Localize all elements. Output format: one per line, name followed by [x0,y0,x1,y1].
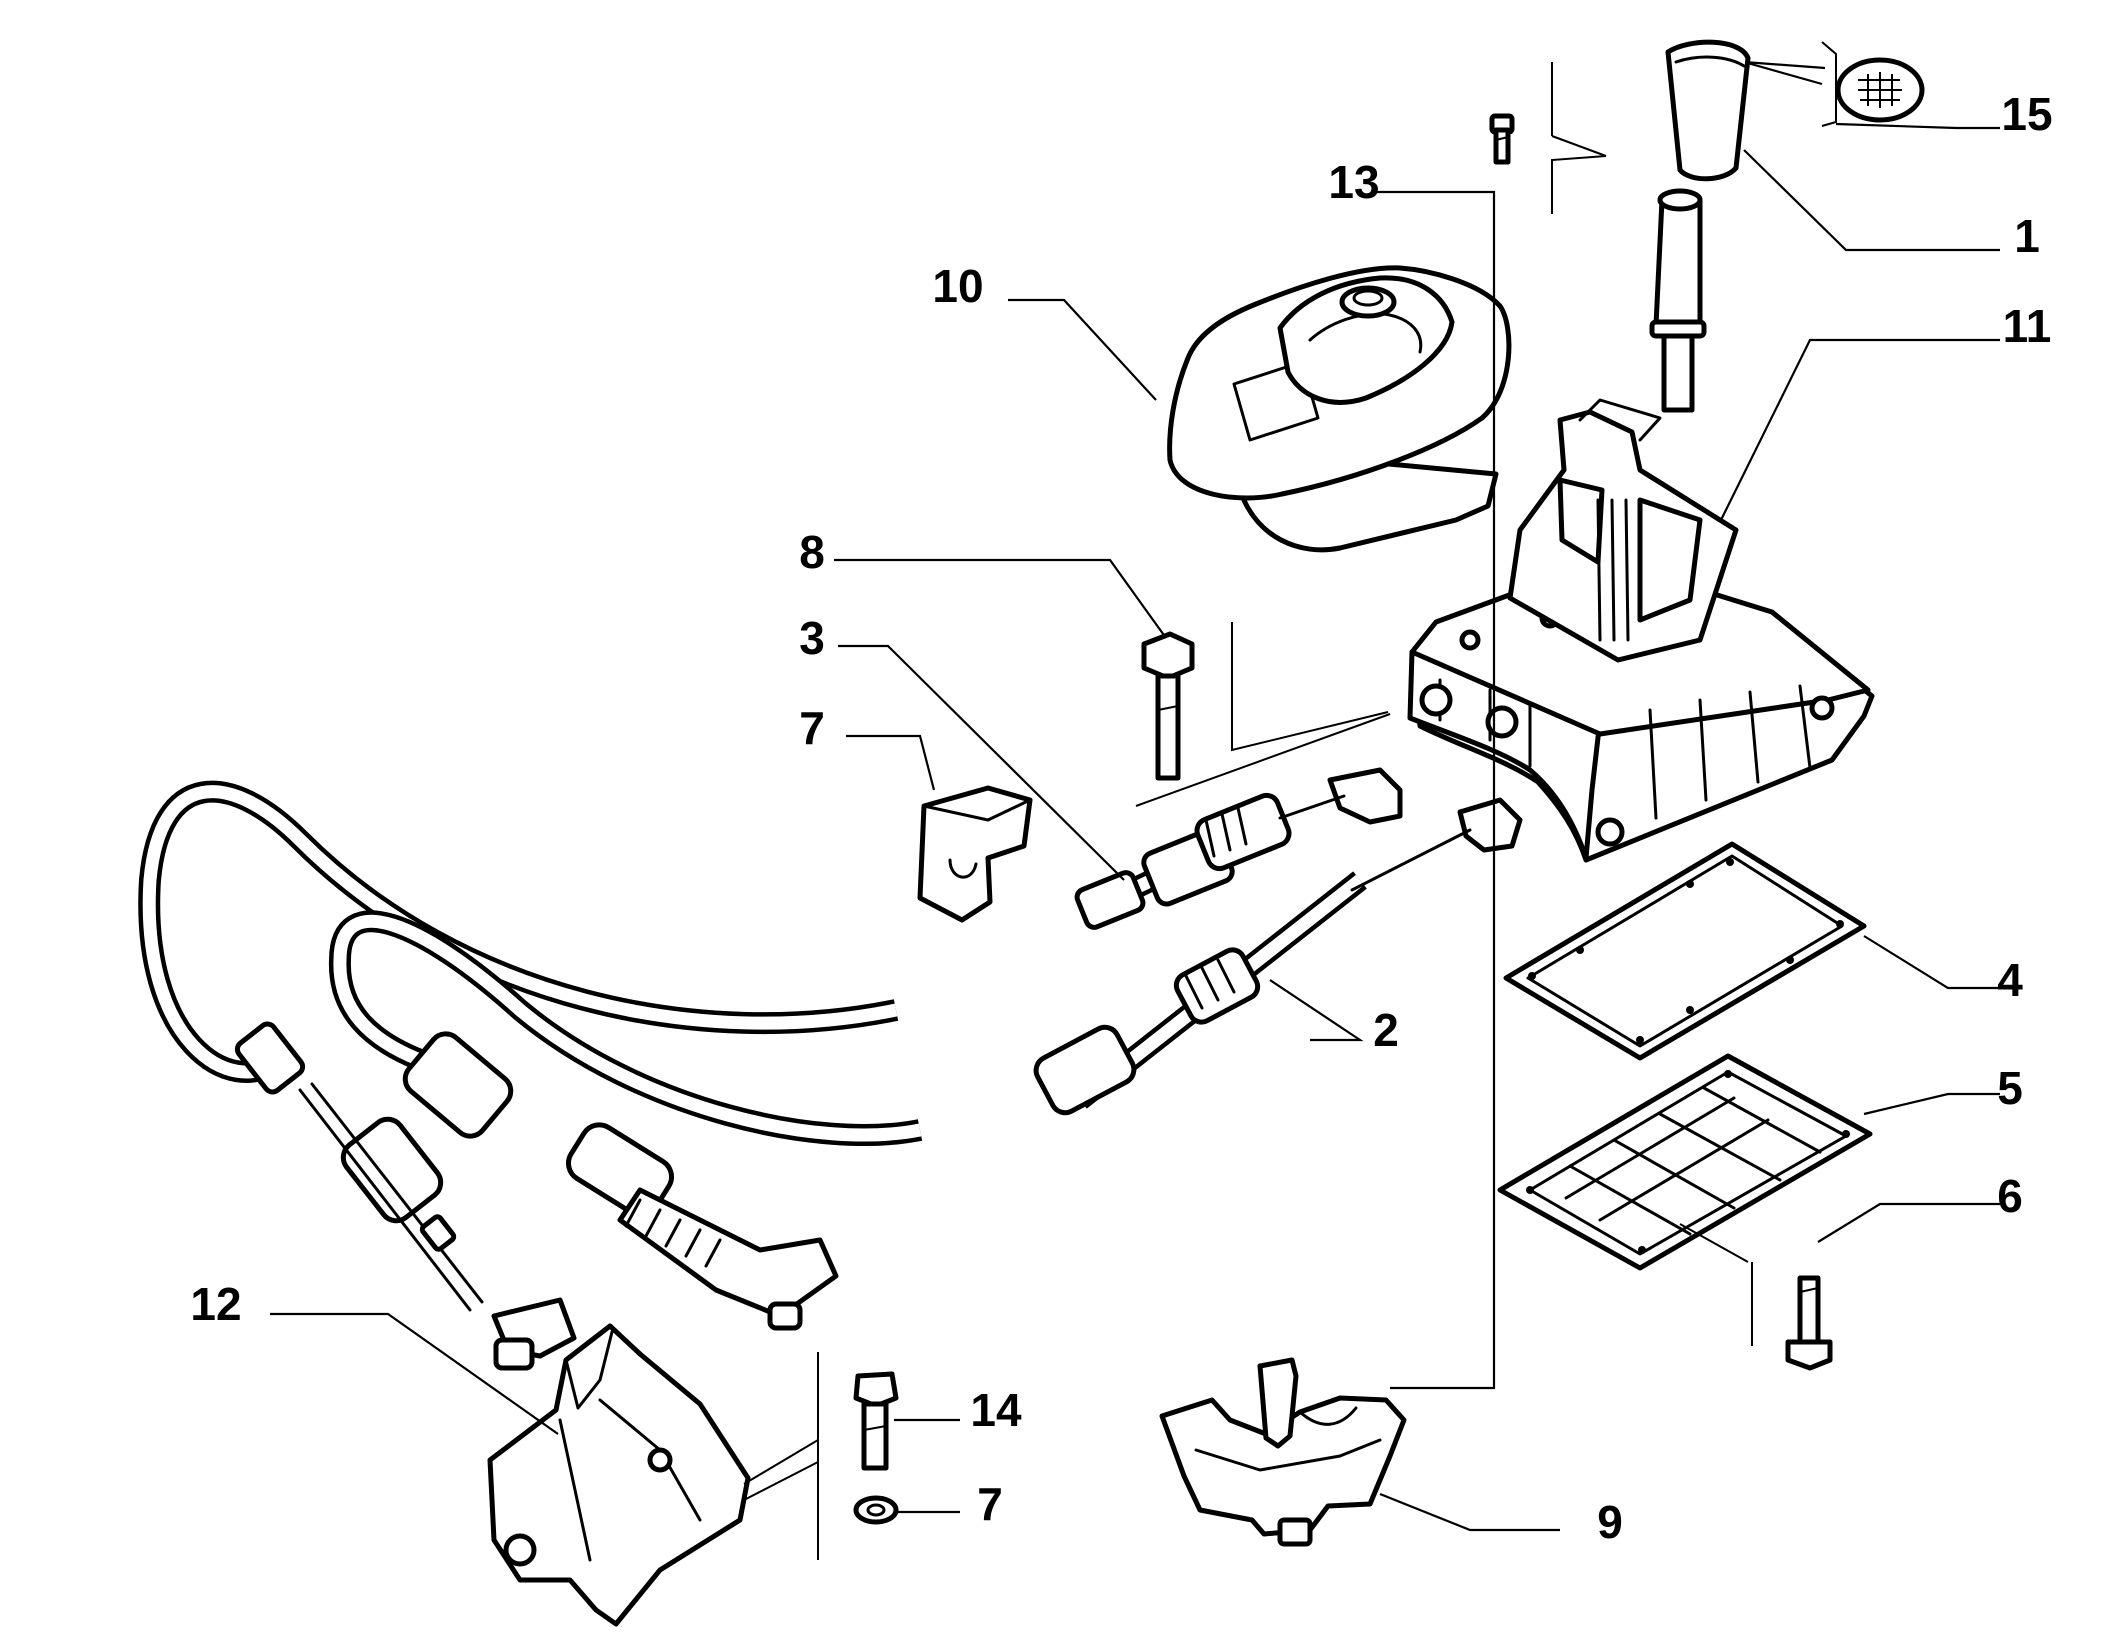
cable-clip-part [917,785,1033,923]
support-bracket-part [1159,1357,1407,1547]
callout-13: 13 [1328,156,1379,208]
shifter-housing-part [1407,398,1875,863]
boot-cover-part [1167,265,1512,553]
callout-15: 15 [2001,88,2052,140]
leader-lines [270,122,2000,1532]
selector-cable-part [328,797,1523,1146]
callout-7-washer: 7 [977,1478,1003,1530]
cable-ends-part [234,1021,839,1371]
shift-knob-part [1649,39,1751,413]
gasket-part [1503,841,1867,1061]
callout-1: 1 [2014,210,2040,262]
callout-14: 14 [970,1384,1022,1436]
callout-labels: 15 1 11 13 10 8 3 7 2 4 5 6 12 14 7 9 [190,88,2052,1548]
callout-7-clip: 7 [799,702,825,754]
callout-6: 6 [1997,1170,2023,1222]
callout-4: 4 [1997,954,2023,1006]
callout-11: 11 [2003,300,2052,352]
callout-8: 8 [799,526,825,578]
cable-bracket-part [487,1323,819,1627]
plate-screw-part [1679,1223,1833,1371]
bracket-bolt-part [853,1371,899,1525]
housing-bolt-part [1135,622,1391,807]
callout-5: 5 [1997,1062,2023,1114]
callout-9: 9 [1597,1496,1623,1548]
base-plate-part [1497,1053,1873,1271]
gear-emblem-part [1743,41,1925,127]
callout-10: 10 [932,260,983,312]
knob-screw-part [1489,62,1607,214]
callout-3: 3 [799,612,825,664]
callout-2: 2 [1373,1004,1399,1056]
engage-cable-part [138,767,1403,1083]
callout-12: 12 [190,1278,241,1330]
